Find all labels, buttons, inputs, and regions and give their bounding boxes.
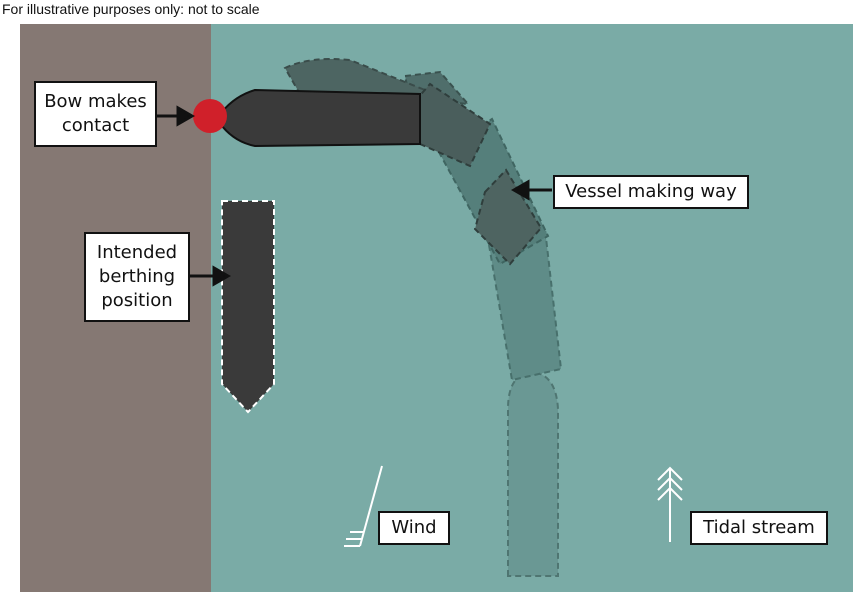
label-vessel-making-way: Vessel making way [553, 175, 749, 209]
ghost-vessel-2 [486, 227, 563, 382]
ghost-vessel-1 [507, 370, 559, 577]
vessel-in-contact [221, 88, 421, 148]
ghost-vessel-7 [473, 168, 543, 266]
wind-icon [344, 465, 383, 547]
label-intended-berthing: Intended berthing position [84, 232, 190, 322]
tidal-stream-icon [657, 466, 683, 542]
arrow-vessel-making-way [510, 179, 552, 201]
label-bow-contact: Bow makes contact [34, 81, 157, 147]
label-tidal-stream: Tidal stream [690, 511, 828, 545]
arrow-intended-berthing [190, 265, 232, 287]
contact-point-marker [193, 99, 227, 133]
intended-berthing-vessel [221, 200, 275, 414]
arrow-bow-contact [157, 105, 196, 127]
label-wind: Wind [378, 511, 450, 545]
caption: For illustrative purposes only: not to s… [2, 1, 260, 17]
diagram-scene: Bow makes contact Vessel making way Inte… [20, 24, 853, 592]
